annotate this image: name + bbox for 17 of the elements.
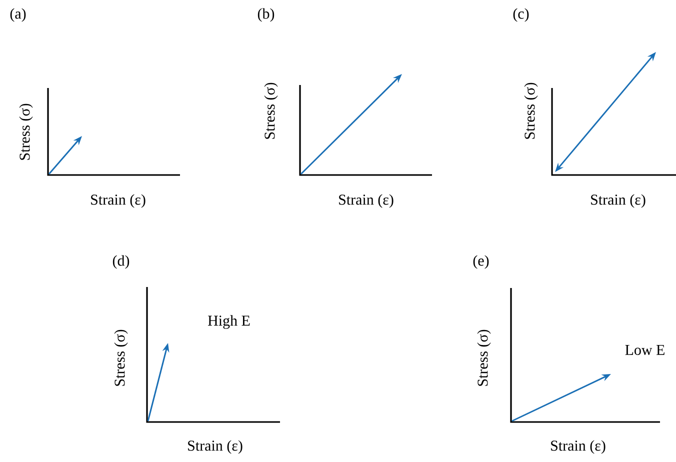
axis-label: Strain (ε) (91, 194, 146, 208)
panel-label: (b) (258, 8, 274, 22)
axis-label: Stress (σ) (19, 104, 33, 160)
axis-label: Stress (σ) (264, 82, 278, 139)
axis-label: Strain (ε) (188, 440, 242, 454)
annotation-text: Low E (625, 345, 664, 355)
panel-label: (d) (112, 255, 130, 269)
panel-label: (c) (513, 8, 529, 22)
panel-label: (e) (473, 255, 489, 269)
axis-label: Stress (σ) (114, 330, 128, 386)
axis-label: Strain (ε) (591, 194, 646, 208)
axis-label: Strain (ε) (339, 194, 394, 208)
axis-label: Strain (ε) (551, 440, 606, 454)
axis-label: Stress (σ) (477, 330, 491, 386)
panel-label: (a) (10, 8, 26, 22)
axis-label: Stress (σ) (524, 82, 538, 139)
annotation-text: High E (208, 315, 250, 329)
